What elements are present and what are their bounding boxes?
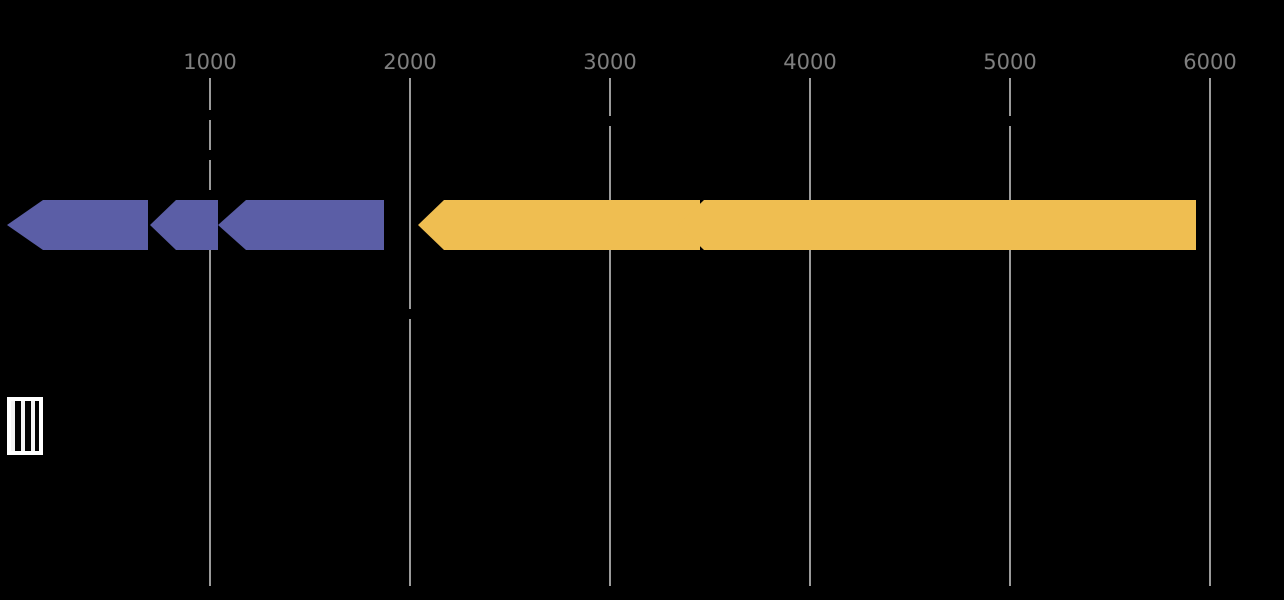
stripe-fill [11,401,39,451]
gridline-5000 [1009,78,1011,586]
gridline-2000 [409,78,411,586]
gene-arrow-feature-1[interactable] [7,200,148,250]
arrow-shape [7,200,148,250]
gridline-3000 [609,78,611,586]
axis-tick-label-5000: 5000 [983,50,1037,74]
gene-arrow-feature-3[interactable] [218,200,384,250]
gene-arrow-feature-5[interactable] [678,200,1196,250]
axis-tick-label-1000: 1000 [183,50,237,74]
gene-arrow-feature-2[interactable] [150,200,218,250]
axis-tick-label-6000: 6000 [1183,50,1237,74]
arrow-shape [418,200,700,250]
arrow-shape [678,200,1196,250]
arrow-shape [218,200,384,250]
gridline-4000 [809,78,811,586]
gridline-6000 [1209,78,1211,586]
striped-pattern-swatch-icon [7,397,43,455]
axis-tick-label-3000: 3000 [583,50,637,74]
gene-arrow-feature-4[interactable] [418,200,700,250]
axis-tick-label-2000: 2000 [383,50,437,74]
axis-tick-label-4000: 4000 [783,50,837,74]
gridline-1000 [209,78,211,586]
arrow-shape [150,200,218,250]
